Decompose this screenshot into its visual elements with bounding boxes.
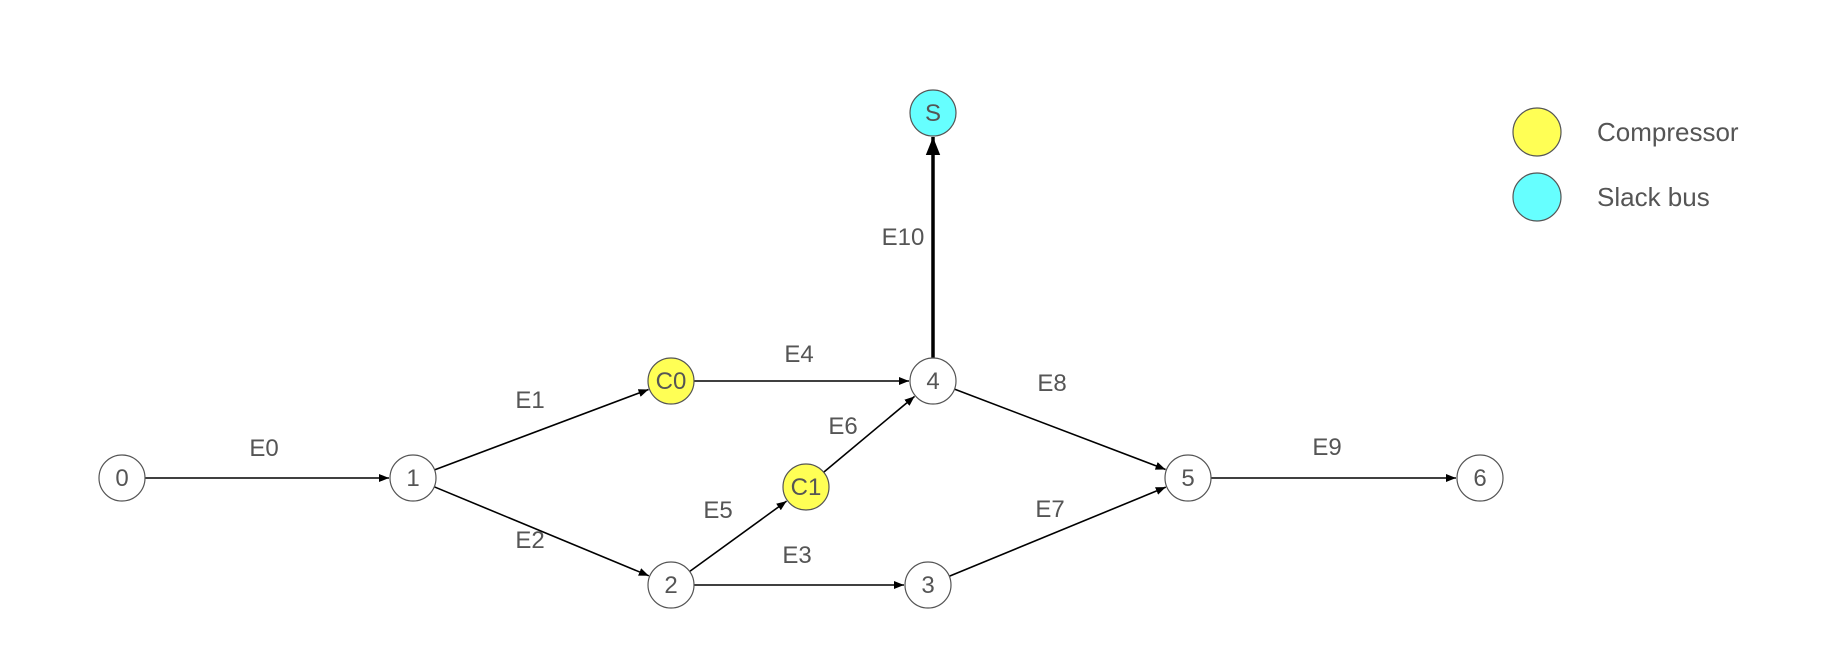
node-circle — [1164, 454, 1212, 502]
edge-label-e9: E9 — [1312, 434, 1341, 461]
legend-label: Compressor — [1597, 117, 1739, 147]
node-6: 6 — [1456, 454, 1504, 502]
edge-label-e2: E2 — [515, 527, 544, 554]
node-label: S — [925, 100, 941, 127]
node-4: 4 — [909, 357, 957, 405]
node-circle — [647, 561, 695, 609]
node-circle — [909, 357, 957, 405]
node-0: 0 — [98, 454, 146, 502]
edge-label-e0: E0 — [249, 435, 278, 462]
node-5: 5 — [1164, 454, 1212, 502]
node-label: 2 — [664, 572, 677, 599]
edge-label-e5: E5 — [703, 497, 732, 524]
edge-e1 — [434, 388, 649, 471]
node-circle — [782, 463, 830, 511]
edge-e8 — [954, 388, 1166, 471]
node-3: 3 — [904, 561, 952, 609]
edge-label-e8: E8 — [1037, 370, 1066, 397]
node-circle — [904, 561, 952, 609]
edge-e6 — [823, 395, 916, 473]
legend-label: Slack bus — [1597, 182, 1710, 212]
legend-item-compressor: Compressor — [1512, 107, 1739, 157]
node-label: 1 — [406, 465, 419, 492]
node-2: 2 — [647, 561, 695, 609]
edge-label-e3: E3 — [782, 542, 811, 569]
node-c0: C0 — [647, 357, 695, 405]
edges-layer — [145, 137, 1456, 589]
node-1: 1 — [389, 454, 437, 502]
node-label: C0 — [656, 368, 687, 395]
node-label: 4 — [926, 368, 939, 395]
node-label: 3 — [921, 572, 934, 599]
node-circle — [98, 454, 146, 502]
node-circle — [1456, 454, 1504, 502]
node-label: 6 — [1473, 465, 1486, 492]
node-label: 0 — [115, 465, 128, 492]
edge-e5 — [689, 500, 788, 573]
edge-label-e1: E1 — [515, 387, 544, 414]
legend-swatch — [1512, 107, 1562, 157]
node-label: C1 — [791, 474, 822, 501]
edge-label-e6: E6 — [828, 413, 857, 440]
legend-item-slack-bus: Slack bus — [1512, 172, 1710, 222]
legend-swatch — [1512, 172, 1562, 222]
node-circle — [389, 454, 437, 502]
node-c1: C1 — [782, 463, 830, 511]
edge-e7 — [948, 486, 1167, 577]
node-circle — [647, 357, 695, 405]
edge-e2 — [433, 486, 650, 577]
node-s: S — [909, 89, 957, 137]
node-circle — [909, 89, 957, 137]
edge-label-e7: E7 — [1035, 496, 1064, 523]
edge-label-e4: E4 — [784, 341, 813, 368]
edge-label-e10: E10 — [882, 224, 925, 251]
node-label: 5 — [1181, 465, 1194, 492]
